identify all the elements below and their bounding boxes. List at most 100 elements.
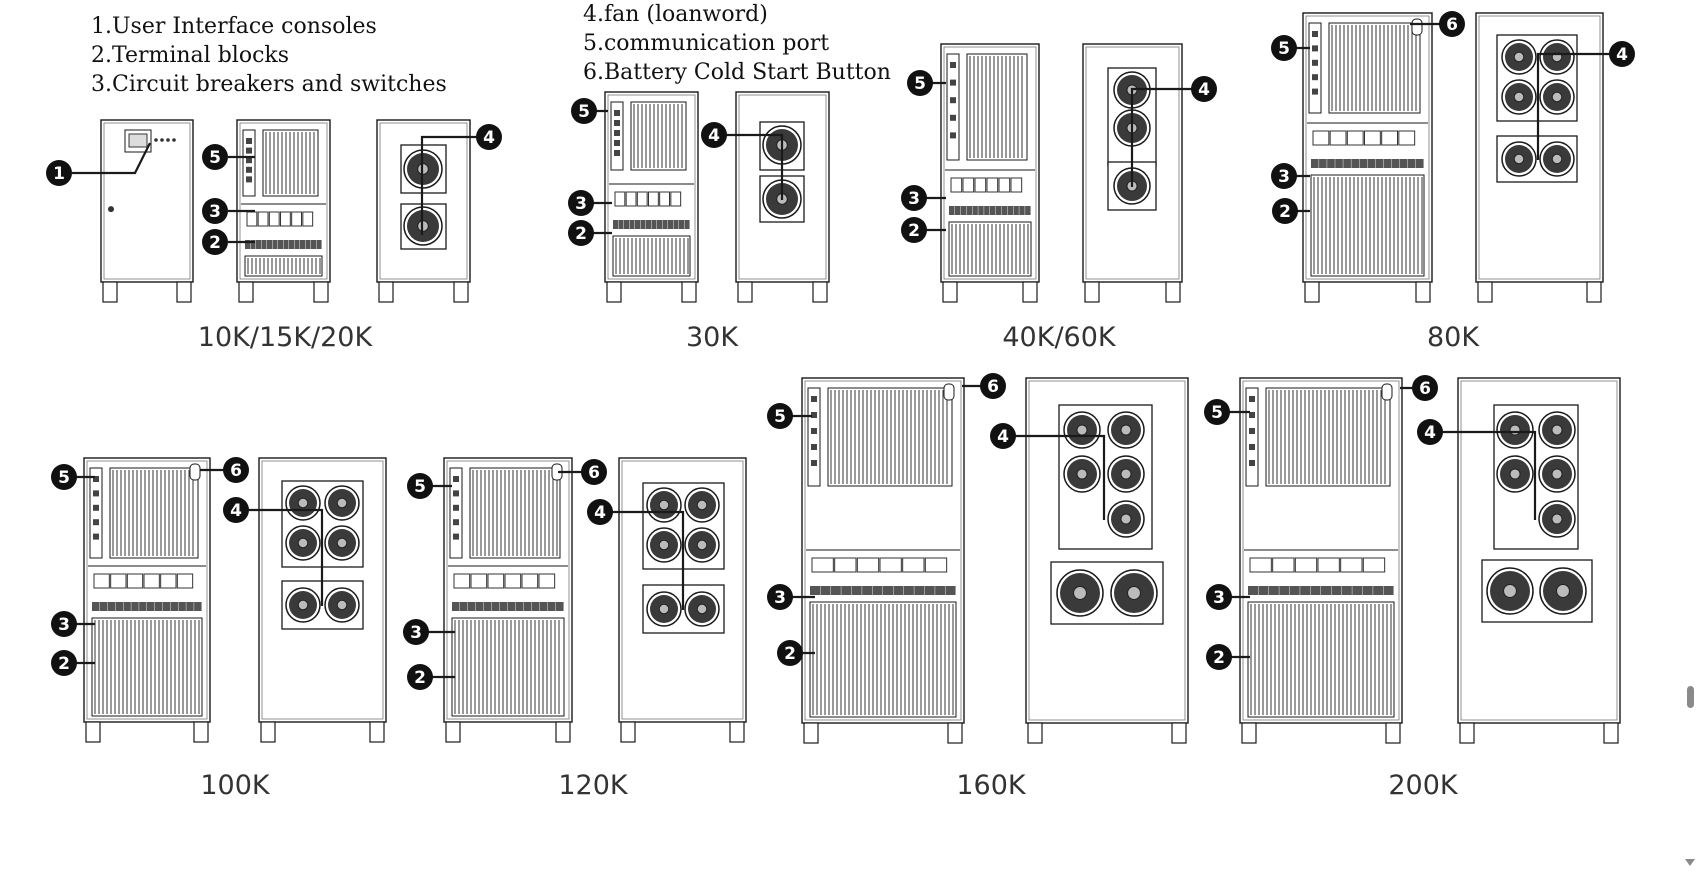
terminal-block bbox=[851, 586, 862, 595]
scroll-down-arrow-icon[interactable] bbox=[1685, 859, 1695, 866]
terminal-block bbox=[1415, 159, 1424, 168]
console-button bbox=[160, 138, 164, 142]
legend-item-3: 3.Circuit breakers and switches bbox=[91, 72, 447, 97]
circuit-breaker bbox=[670, 191, 682, 207]
cabinet-foot bbox=[1241, 722, 1257, 744]
terminal-block bbox=[178, 602, 186, 611]
cabinet-100k-rear-open bbox=[83, 457, 211, 743]
terminal-block bbox=[484, 602, 492, 611]
callout-circle bbox=[202, 198, 228, 224]
terminal-block bbox=[1367, 159, 1376, 168]
cabinet-foot bbox=[369, 721, 385, 743]
terminal-block bbox=[1359, 159, 1368, 168]
cabinet-foot bbox=[193, 721, 209, 743]
callout-leader-line bbox=[1430, 430, 1537, 520]
callout-number: 5 bbox=[414, 477, 426, 497]
terminal-block bbox=[629, 220, 635, 229]
port-socket bbox=[1312, 88, 1318, 95]
callout-circle bbox=[407, 473, 433, 499]
fan-hub bbox=[1551, 468, 1563, 480]
callout-number: 2 bbox=[1279, 202, 1291, 222]
cabinet-foot bbox=[942, 281, 958, 303]
terminal-block bbox=[872, 586, 883, 595]
console-button bbox=[154, 138, 158, 142]
terminal-block bbox=[810, 586, 820, 595]
port-socket bbox=[93, 533, 99, 540]
callout-circle bbox=[1412, 375, 1438, 401]
callout-circle bbox=[990, 423, 1016, 449]
fan-hub bbox=[696, 603, 708, 615]
rear-top-vent bbox=[966, 53, 1028, 161]
terminal-block bbox=[1331, 586, 1342, 595]
circuit-breaker bbox=[302, 211, 314, 227]
circuit-breaker bbox=[902, 557, 925, 573]
callout-circle bbox=[1191, 76, 1217, 102]
circuit-breaker bbox=[257, 211, 269, 227]
cabinet-foot bbox=[606, 281, 622, 303]
model-label-80k: 80K bbox=[1426, 322, 1480, 353]
fan-hub bbox=[1120, 513, 1132, 525]
terminal-block bbox=[893, 586, 904, 595]
callout-number: 5 bbox=[774, 407, 786, 427]
callout-badge-3: 3 bbox=[901, 185, 927, 211]
callout-circle bbox=[51, 464, 77, 490]
port-socket bbox=[93, 476, 99, 482]
communication-port-panel bbox=[807, 387, 821, 487]
callout-badge-2: 2 bbox=[901, 217, 927, 243]
terminal-block bbox=[147, 602, 155, 611]
callout-leader-line bbox=[1130, 87, 1202, 187]
callout-number: 2 bbox=[575, 224, 587, 244]
callout-number: 5 bbox=[578, 102, 590, 122]
battery-cold-start-button bbox=[1381, 383, 1393, 401]
cabinet-foot bbox=[313, 281, 329, 303]
callout-badge-3: 3 bbox=[202, 198, 228, 224]
terminal-block bbox=[1343, 159, 1351, 168]
rear-bottom-vent bbox=[1310, 174, 1425, 277]
callout-number: 2 bbox=[784, 644, 796, 664]
fan-hub bbox=[336, 537, 348, 549]
circuit-breaker bbox=[453, 573, 471, 589]
cabinet-inner-edge bbox=[1478, 15, 1601, 280]
terminal-block bbox=[1025, 206, 1031, 215]
callout-circle bbox=[767, 584, 793, 610]
port-socket bbox=[950, 62, 956, 68]
terminal-block bbox=[662, 220, 668, 229]
fan-hub bbox=[297, 497, 309, 509]
fan-hub bbox=[1503, 584, 1517, 598]
legend-column-1: 1.User Interface consoles 2.Terminal blo… bbox=[91, 12, 447, 99]
terminal-block bbox=[294, 240, 300, 249]
terminal-block bbox=[1362, 586, 1373, 595]
callout-circle bbox=[1439, 11, 1465, 37]
circuit-breaker bbox=[636, 191, 648, 207]
circuit-breaker bbox=[1329, 130, 1347, 146]
callout-number: 4 bbox=[594, 503, 606, 523]
callout-circle bbox=[202, 229, 228, 255]
port-socket bbox=[453, 533, 459, 540]
callout-number: 4 bbox=[708, 126, 720, 146]
callout-number: 4 bbox=[483, 128, 495, 148]
port-socket bbox=[246, 157, 252, 164]
callout-badge-2: 2 bbox=[777, 640, 803, 666]
terminal-block bbox=[460, 602, 468, 611]
cabinet-frame bbox=[376, 119, 471, 283]
port-socket bbox=[950, 132, 956, 139]
terminal-block bbox=[673, 220, 679, 229]
circuit-breaker bbox=[291, 211, 302, 227]
scrollbar-thumb[interactable] bbox=[1687, 686, 1694, 708]
rear-bottom-vent bbox=[612, 235, 691, 277]
callout-number: 6 bbox=[1419, 379, 1431, 399]
port-socket bbox=[93, 504, 99, 511]
terminal-block bbox=[1327, 159, 1335, 168]
terminal-block bbox=[476, 602, 484, 611]
cabinet-foot bbox=[555, 721, 571, 743]
vertical-scrollbar[interactable] bbox=[1684, 0, 1698, 871]
legend-column-2: 4.fan (loanword) 5.communication port 6.… bbox=[583, 0, 891, 87]
callout-leader-line bbox=[600, 510, 685, 610]
callout-number: 3 bbox=[1213, 588, 1225, 608]
callout-leader-line bbox=[726, 133, 784, 200]
circuit-breaker bbox=[504, 573, 522, 589]
cabinet-200k-rear-open bbox=[1239, 377, 1403, 744]
callout-circle bbox=[568, 220, 594, 246]
circuit-breaker bbox=[924, 557, 948, 573]
